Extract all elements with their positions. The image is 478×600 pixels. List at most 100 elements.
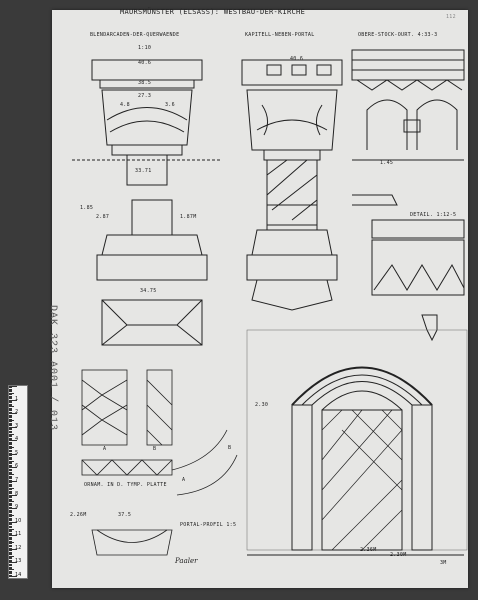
dimension-label: 40.6	[138, 60, 152, 66]
ruler-tick	[9, 432, 12, 434]
dimension-label: 3M	[440, 560, 447, 566]
corner-number: 112	[446, 14, 456, 20]
ruler-tick	[9, 462, 12, 463]
dimension-label: 2.30M	[390, 552, 407, 558]
ruler-number: 11	[15, 531, 22, 538]
ruler-tick	[9, 505, 12, 507]
ruler-tick	[9, 478, 12, 480]
ruler-tick	[9, 535, 17, 537]
signature: Paaler	[175, 557, 198, 565]
ruler-tick	[9, 402, 12, 404]
ruler-tick	[9, 413, 17, 415]
ruler-tick	[9, 494, 17, 496]
dimension-label: 2.30	[255, 402, 269, 408]
ruler-tick	[9, 542, 14, 544]
dimension-label: 38.5	[138, 80, 152, 86]
ruler-tick	[9, 406, 14, 408]
ruler-tick	[9, 557, 12, 558]
ruler-tick	[9, 574, 12, 576]
ruler-tick	[9, 398, 12, 400]
caption-ornament: ORNAM. IN D. TYMP. PLATTE	[84, 482, 167, 488]
ruler-tick	[9, 489, 12, 491]
ruler-tick	[9, 437, 12, 439]
ruler-tick	[9, 424, 12, 425]
ruler-tick	[9, 414, 12, 416]
ruler-tick	[9, 464, 12, 466]
ruler-number: 2	[15, 409, 19, 416]
ruler-tick	[9, 527, 12, 529]
caption-obere: OBERE-STOCK-OURT. 4:33-3	[358, 32, 438, 38]
ruler-tick	[9, 467, 17, 469]
ruler-tick	[9, 576, 17, 577]
ruler-tick	[9, 513, 12, 515]
ruler-tick	[9, 571, 12, 573]
ruler-tick	[9, 451, 12, 453]
ruler-tick	[9, 483, 12, 485]
ruler-tick	[9, 447, 14, 449]
ruler-tick	[9, 386, 17, 387]
drawing-sheet	[52, 10, 468, 588]
ruler-tick	[9, 452, 12, 454]
ruler-tick	[9, 531, 12, 533]
ruler-tick	[9, 536, 12, 538]
ruler-tick	[9, 396, 12, 398]
caption-kapitell: KAPITELL-NEBEN-PORTAL	[245, 32, 315, 38]
ruler-tick	[9, 548, 17, 550]
ruler-tick	[9, 392, 14, 394]
ruler-tick	[9, 463, 12, 465]
ruler-tick	[9, 486, 12, 488]
dimension-label: 40.6	[290, 56, 304, 62]
ruler-tick	[9, 472, 12, 474]
dimension-label: 2.36M	[360, 547, 377, 553]
ruler-tick	[9, 520, 12, 522]
ruler-tick	[9, 487, 14, 489]
ruler-number: 12	[15, 544, 22, 551]
dimension-label: 1.87M	[180, 214, 197, 220]
ruler-tick	[9, 456, 12, 458]
ruler-tick	[9, 533, 12, 535]
ruler-number: 10	[15, 517, 22, 524]
ruler-tick	[9, 573, 12, 575]
ruler-tick	[9, 491, 12, 493]
ruler-tick	[9, 566, 12, 568]
ruler-tick	[9, 502, 12, 504]
dimension-label: 2.87	[96, 214, 110, 220]
ruler-number: 1	[15, 395, 19, 402]
ruler-tick	[9, 387, 12, 389]
ruler-tick	[9, 391, 12, 393]
section-letter: A	[103, 446, 107, 452]
ruler-tick	[9, 400, 12, 402]
ruler-tick	[9, 448, 12, 450]
caption-blendarcaden: BLENDARCADEN-DER-QUERWAENDE	[90, 32, 180, 38]
ruler-tick	[9, 569, 14, 571]
ruler-tick	[9, 419, 14, 421]
ruler-tick	[9, 567, 12, 569]
ruler-number: 7	[15, 477, 19, 483]
ruler-tick	[9, 498, 12, 500]
ruler-tick	[9, 516, 12, 518]
ruler-tick	[9, 525, 12, 527]
ruler-tick	[9, 445, 12, 447]
ruler-tick	[9, 529, 12, 531]
ruler-tick	[9, 539, 12, 541]
ruler-number: 3	[15, 422, 19, 429]
ruler-tick	[9, 523, 12, 525]
ruler-tick	[9, 426, 17, 428]
ruler-tick	[9, 481, 17, 482]
ruler-tick	[9, 517, 12, 519]
archive-stamp: DAK 323 A001 / 013	[47, 305, 58, 432]
dimension-label: 33.71	[135, 168, 152, 174]
portal-capital-column	[241, 59, 343, 311]
ruler-tick	[9, 415, 12, 417]
ruler-tick	[9, 524, 12, 526]
ruler-tick	[9, 540, 12, 542]
ruler-tick	[9, 565, 12, 567]
portal-elevation	[246, 329, 468, 556]
ruler-tick	[9, 410, 12, 412]
ruler-tick	[9, 436, 12, 438]
ruler-tick	[9, 433, 14, 435]
ruler-tick	[9, 504, 12, 506]
ruler-number: 8	[15, 490, 19, 497]
ruler-tick	[9, 563, 12, 565]
ruler-tick	[9, 444, 12, 446]
